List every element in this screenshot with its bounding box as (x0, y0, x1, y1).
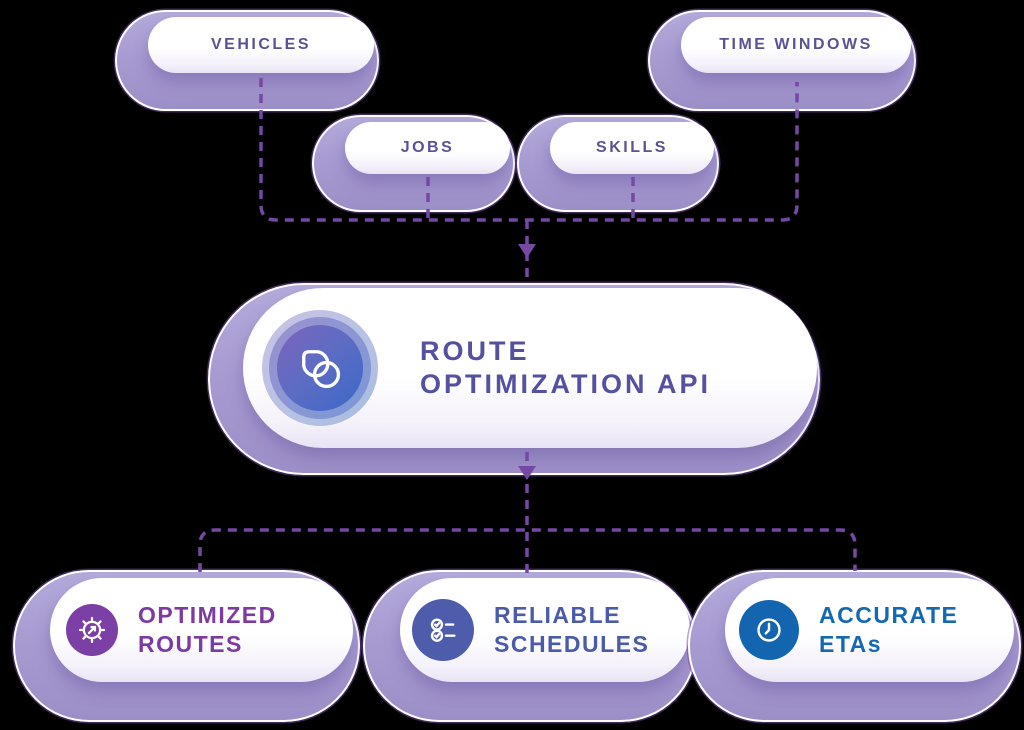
center-title-line2: OPTIMIZATION API (420, 369, 711, 399)
clock-icon (739, 600, 799, 660)
output-label-optimized-routes: OPTIMIZED ROUTES (138, 601, 277, 659)
pill-face: ROUTE OPTIMIZATION API (243, 288, 817, 448)
output-pill-reliable-schedules: RELIABLE SCHEDULES (363, 570, 697, 722)
pill-face: OPTIMIZED ROUTES (50, 578, 353, 682)
output-pill-accurate-etas: ACCURATE ETAs (688, 570, 1021, 722)
infinity-logo-icon (277, 325, 363, 411)
input-pill-time-windows: TIME WINDOWS (648, 10, 916, 111)
pill-face: JOBS (345, 122, 510, 174)
input-label-skills: SKILLS (596, 139, 668, 156)
input-pill-jobs: JOBS (312, 115, 515, 212)
output-label-accurate-etas: ACCURATE ETAs (819, 601, 958, 659)
output-label-line1: OPTIMIZED (138, 602, 277, 629)
output-pill-optimized-routes: OPTIMIZED ROUTES (13, 570, 360, 722)
pill-face: RELIABLE SCHEDULES (400, 578, 690, 682)
input-pill-vehicles: VEHICLES (115, 10, 379, 111)
pill-face: TIME WINDOWS (681, 17, 911, 73)
pill-face: ACCURATE ETAs (725, 578, 1014, 682)
center-pill-route-optimization-api: ROUTE OPTIMIZATION API (208, 283, 820, 475)
output-label-line1: ACCURATE (819, 602, 959, 629)
logo-badge (262, 310, 378, 426)
output-label-line2: SCHEDULES (494, 631, 650, 657)
center-title: ROUTE OPTIMIZATION API (420, 335, 711, 401)
center-title-line1: ROUTE (420, 336, 530, 367)
output-label-line2: ETAs (819, 631, 883, 657)
pill-face: VEHICLES (148, 17, 374, 73)
output-label-line1: RELIABLE (494, 602, 621, 629)
gear-arrow-icon (66, 604, 118, 656)
output-label-line2: ROUTES (138, 631, 243, 657)
arrowhead-into-api (518, 244, 536, 258)
pill-face: SKILLS (550, 122, 714, 174)
input-label-jobs: JOBS (400, 139, 455, 156)
output-label-reliable-schedules: RELIABLE SCHEDULES (494, 601, 649, 659)
checklist-icon (412, 599, 474, 661)
input-pill-skills: SKILLS (517, 115, 719, 212)
connector-bottom-rail (198, 528, 857, 572)
input-label-time-windows: TIME WINDOWS (719, 36, 873, 53)
input-label-vehicles: VEHICLES (210, 36, 311, 53)
